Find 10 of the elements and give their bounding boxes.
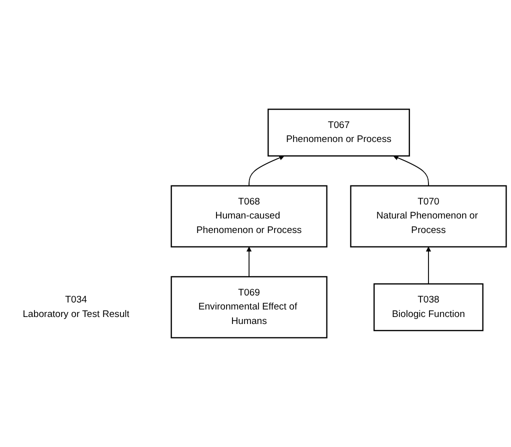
node-box: T069 Environmental Effect of Humans [170,276,328,338]
arrow [426,246,432,284]
node-box: T067 Phenomenon or Process [268,108,410,157]
node-text: T034 Laboratory or Test Result [22,294,130,320]
node-box: T038 Biologic Function [374,283,484,332]
node-box: T070 Natural Phenomenon or Process [350,185,507,248]
arrow [246,246,252,278]
arrow [248,155,284,186]
node-box: T068 Human-caused Phenomenon or Process [170,185,328,248]
arrow [393,155,429,186]
